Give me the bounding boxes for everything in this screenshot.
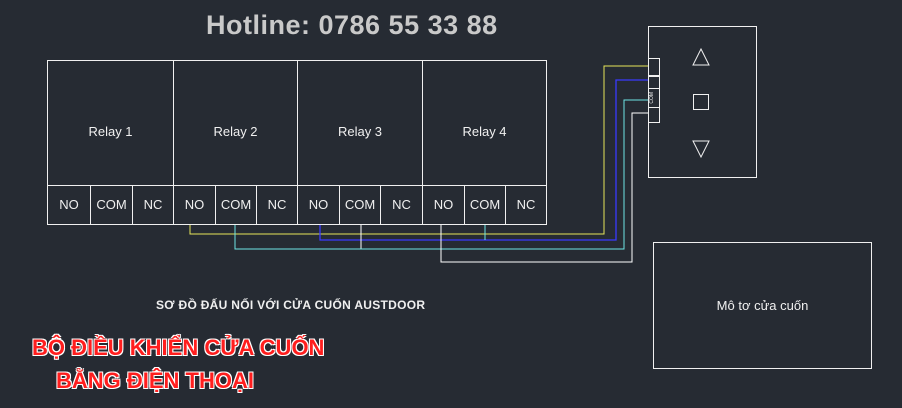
up-arrow-icon — [692, 48, 710, 66]
relay-1-com-terminal: COM — [91, 186, 133, 224]
relay-2-terminals: NO COM NC — [173, 185, 298, 225]
relay-4-no-terminal: NO — [423, 186, 465, 224]
relay-2-com-terminal: COM — [216, 186, 257, 224]
down-arrow-icon — [692, 140, 710, 158]
remote-connector-bottom — [648, 107, 660, 123]
wire-white-2 — [440, 112, 654, 263]
wire-white — [360, 225, 616, 250]
wire-yellow — [189, 65, 654, 235]
diagram-caption: SƠ ĐỒ ĐẤU NỐI VỚI CỬA CUỐN AUSTDOOR — [156, 298, 426, 312]
motor-label: Mô tơ cửa cuốn — [716, 298, 809, 313]
relay-2-nc-terminal: NC — [267, 197, 287, 212]
relay-4-com-terminal: COM — [465, 186, 506, 224]
promo-line-2: BẰNG ĐIỆN THOẠI — [56, 368, 254, 393]
remote-connector-top — [648, 58, 660, 76]
relay-1-terminals: NO COM NC — [47, 185, 174, 225]
promo-line-1: BỘ ĐIỀU KHIỂN CỬA CUỐN — [32, 335, 325, 360]
relay-3-com-terminal: COM — [340, 186, 381, 224]
relay-2-label: Relay 2 — [213, 124, 258, 139]
stop-square-icon — [693, 94, 709, 110]
relay-4-label: Relay 4 — [462, 124, 507, 139]
relay-3-no-terminal: NO — [298, 186, 340, 224]
wire-cyan — [234, 99, 654, 250]
relay-3-label: Relay 3 — [337, 124, 383, 139]
connector-com-label: COM — [649, 92, 655, 104]
relay-3-nc-terminal: NC — [392, 197, 411, 212]
relay-4-terminals: NO COM NC — [422, 185, 547, 225]
relay-1-no-terminal: NO — [48, 186, 91, 224]
relay-4-nc-terminal: NC — [516, 197, 536, 212]
hotline-text: Hotline: 0786 55 33 88 — [206, 10, 498, 40]
wire-blue — [319, 79, 654, 241]
relay-2-no-terminal: NO — [174, 186, 216, 224]
relay-1-nc-terminal: NC — [143, 197, 163, 212]
relay-1-label: Relay 1 — [88, 124, 133, 139]
motor-box: Mô tơ cửa cuốn — [653, 242, 872, 369]
